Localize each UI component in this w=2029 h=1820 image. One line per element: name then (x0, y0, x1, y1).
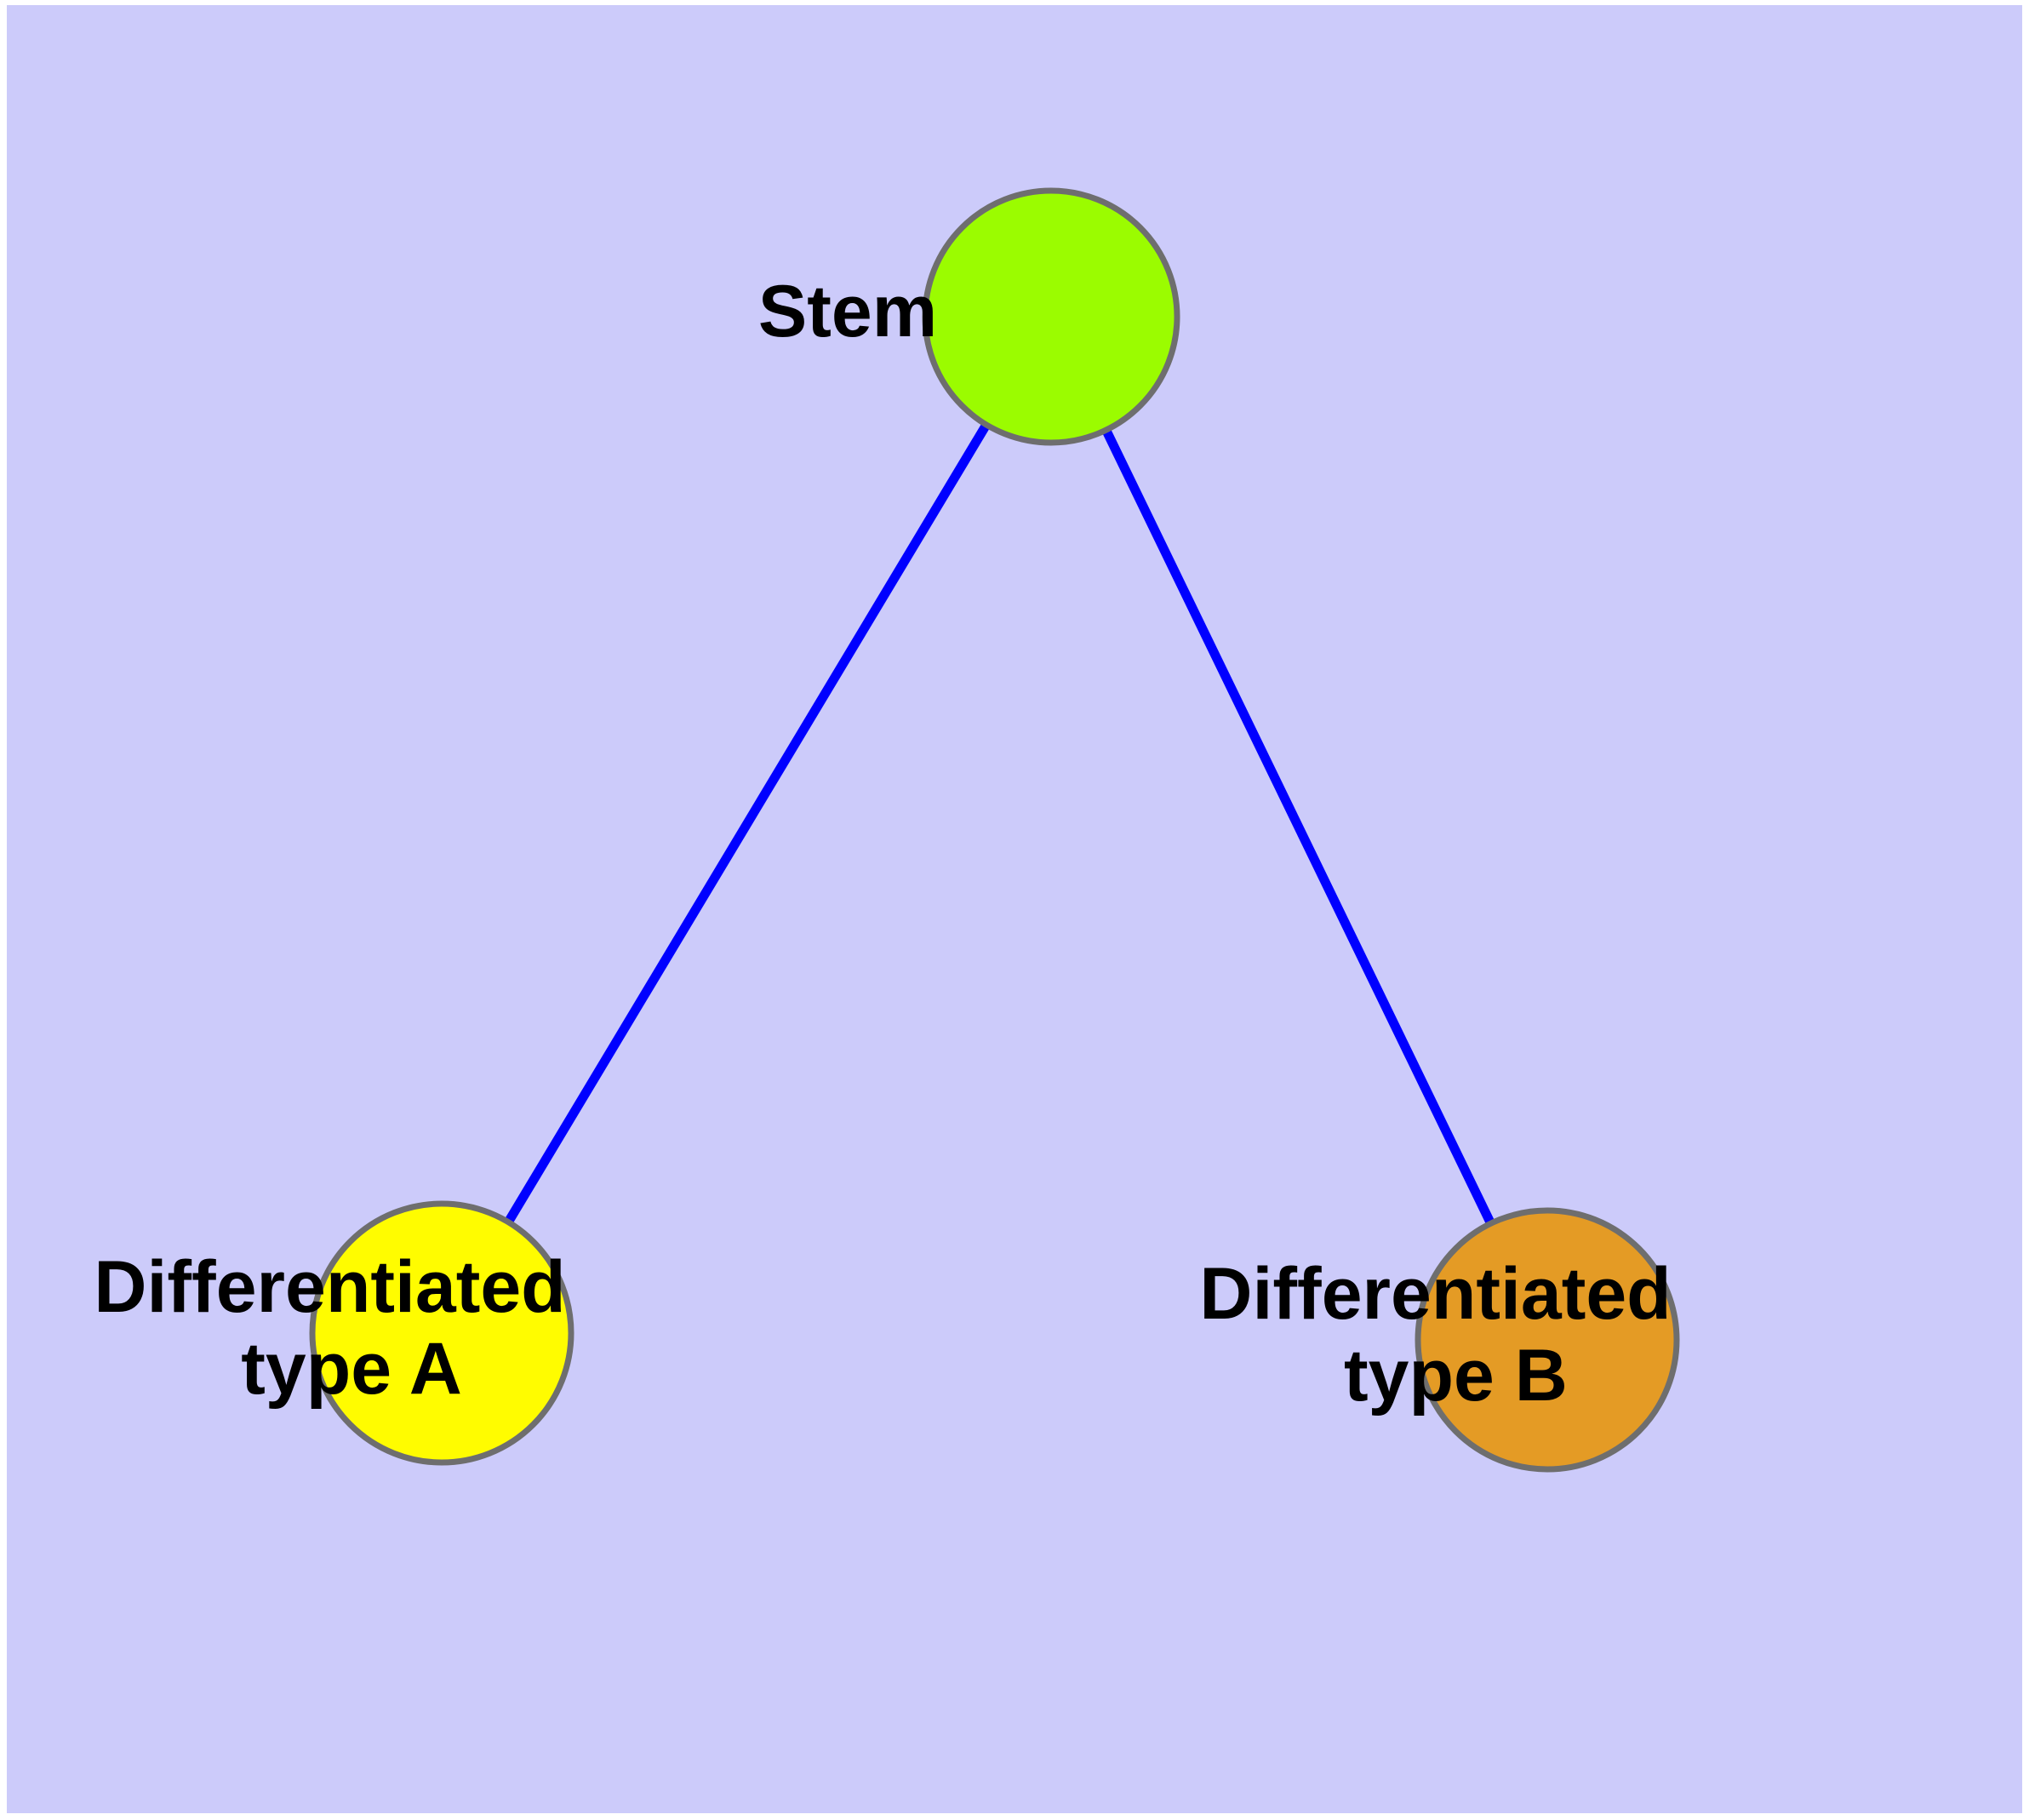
node-label-differentiated-type-b: Differentiated type B (1199, 1253, 1671, 1417)
node-label-line-2: type A (241, 1328, 460, 1410)
node-label-line-1: Differentiated (94, 1246, 565, 1328)
node-label-line-1: Stem (758, 271, 937, 352)
node-stem[interactable]: Stem (0, 0, 1344, 446)
node-circle-differentiated-type-a[interactable] (309, 1200, 574, 1466)
edges-layer (437, 314, 1552, 1342)
node-differentiated-type-a[interactable]: Differentiated type A (0, 0, 790, 1466)
node-differentiated-type-b[interactable]: Differentiated type B (0, 0, 1895, 1473)
nodes-layer: Differentiated type A Differentiated typ… (0, 0, 1895, 1473)
node-label-line-2: type B (1344, 1335, 1568, 1417)
node-label-line-1: Differentiated (1199, 1253, 1671, 1335)
edge-stem-to-differentiated-type-b[interactable] (1047, 314, 1552, 1342)
edge-stem-to-differentiated-type-a[interactable] (437, 314, 1055, 1336)
node-circle-differentiated-type-b[interactable] (1415, 1207, 1680, 1473)
node-label-stem: Stem (0, 0, 1344, 352)
node-label-differentiated-type-a: Differentiated type A (0, 0, 790, 1410)
node-circle-stem[interactable] (922, 187, 1180, 446)
